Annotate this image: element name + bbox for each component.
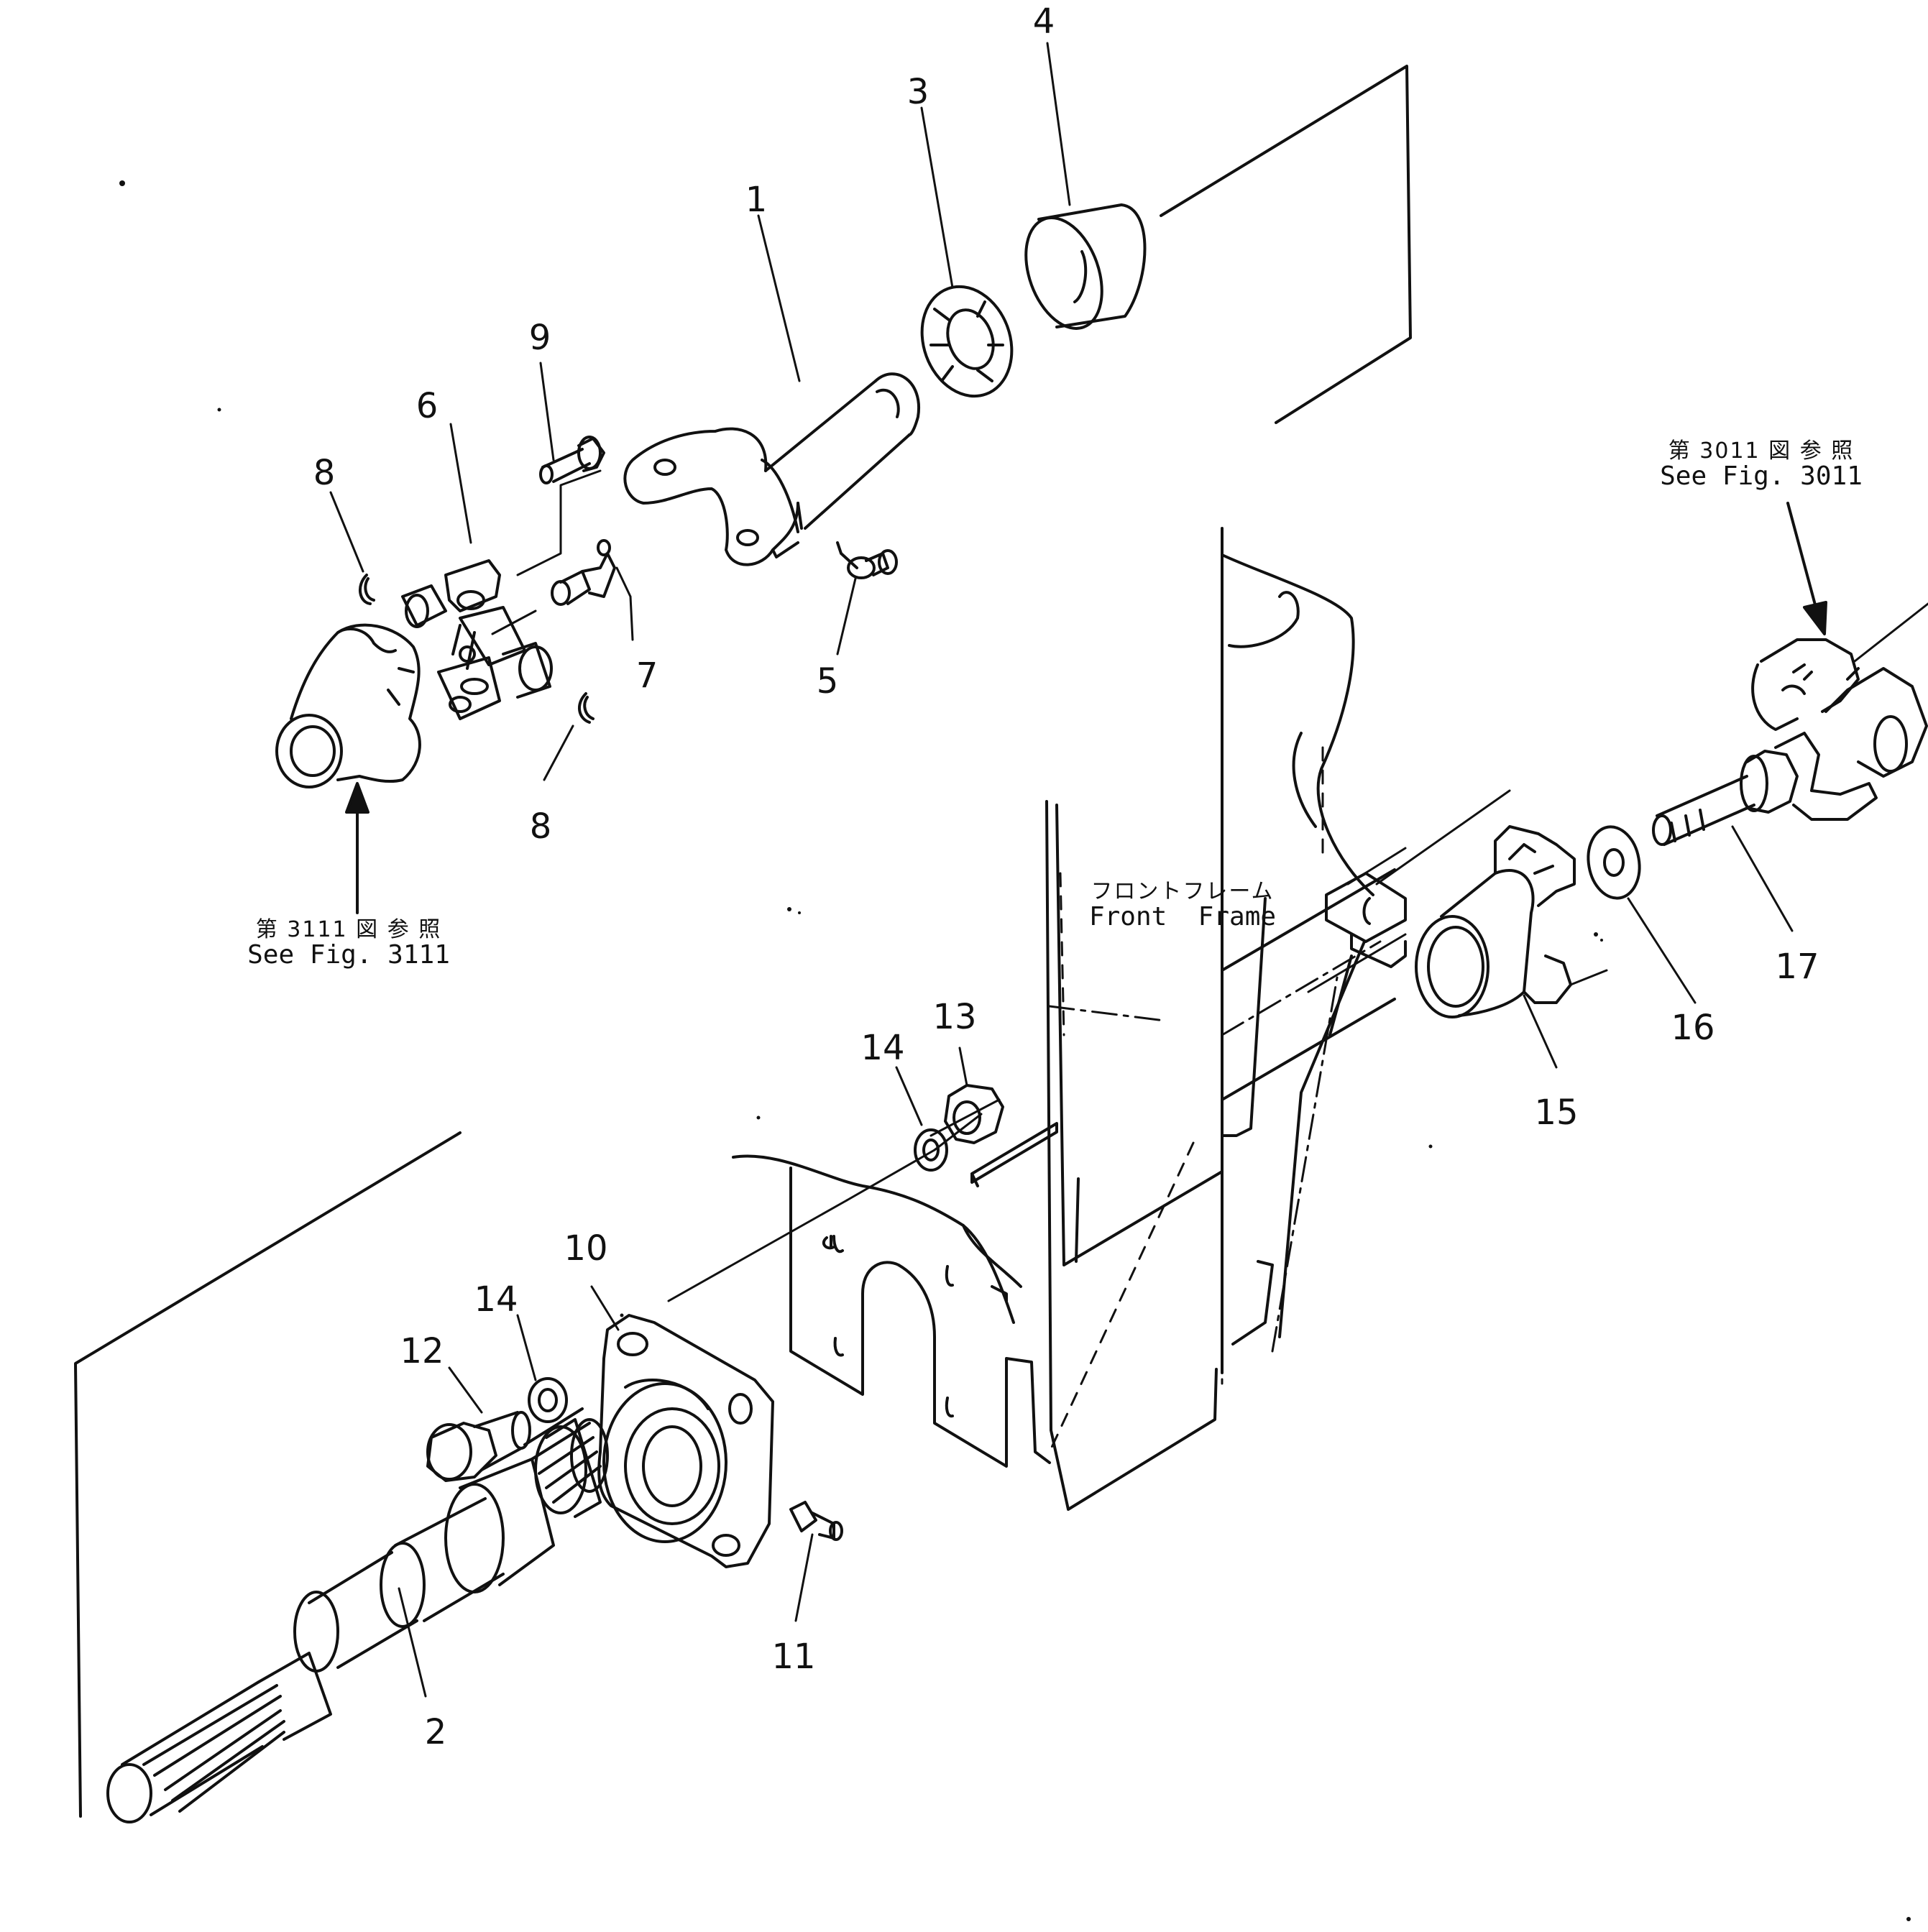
callout-16: 16 xyxy=(1671,1008,1715,1048)
part-3-ring xyxy=(920,285,1014,398)
part-12-bolt xyxy=(426,1411,531,1482)
upper-plane-outline xyxy=(1160,65,1412,424)
universal-joint-right xyxy=(1751,638,1928,821)
part-8-snap-ring-lower xyxy=(578,692,595,724)
callout-2: 2 xyxy=(424,1712,447,1752)
callout-13: 13 xyxy=(932,997,977,1037)
callout-6: 6 xyxy=(416,386,439,426)
part-9-bolt xyxy=(539,436,605,484)
leader-lines xyxy=(329,42,1794,1698)
reference-note-3111-en: See Fig. 3111 xyxy=(247,939,450,970)
hidden-lines xyxy=(1048,746,1324,1453)
part-1-slip-yoke xyxy=(623,372,921,566)
part-15-end-yoke xyxy=(1415,825,1576,1018)
part-11-grease-fitting xyxy=(789,1501,843,1541)
reference-note-3111-jp: 第 3111 図 参 照 xyxy=(255,917,442,942)
part-14-washer-upper xyxy=(914,1128,948,1172)
reference-note-3011-jp: 第 3011 図 参 照 xyxy=(1668,438,1855,464)
end-yoke-left xyxy=(275,623,421,788)
reference-note-3011-en: See Fig. 3011 xyxy=(1660,461,1863,491)
assembly-axis-lines xyxy=(491,469,1928,1302)
scan-dots xyxy=(119,180,1911,1921)
callout-12: 12 xyxy=(400,1331,444,1371)
callout-14-lower: 14 xyxy=(474,1279,518,1320)
part-2-splined-shaft xyxy=(106,1407,609,1823)
callout-10: 10 xyxy=(564,1228,608,1269)
callout-15: 15 xyxy=(1534,1092,1579,1133)
part-8-snap-ring-upper xyxy=(359,574,375,605)
callout-3: 3 xyxy=(906,72,929,112)
part-10-flange-bearing xyxy=(597,1314,774,1568)
front-frame-label-en: Front Frame xyxy=(1088,901,1277,932)
part-16-washer xyxy=(1587,825,1641,900)
front-frame-label-jp: フロントフレーム xyxy=(1091,879,1275,904)
center-lines xyxy=(1048,527,1382,1389)
callout-8-lower: 8 xyxy=(529,806,552,847)
callout-9: 9 xyxy=(528,318,551,358)
reference-note-3011: 第 3011 図 参 照 See Fig. 3011 xyxy=(1660,440,1863,489)
front-frame-label: フロントフレーム Front Frame xyxy=(1089,880,1276,930)
lower-plane-outline xyxy=(74,1131,462,1818)
callout-1: 1 xyxy=(745,180,768,220)
callout-17: 17 xyxy=(1775,947,1819,987)
part-14-washer-lower xyxy=(528,1377,568,1423)
part-6-spider xyxy=(401,559,553,720)
part-4-cup xyxy=(1024,203,1147,330)
callout-7: 7 xyxy=(635,656,658,696)
part-7-angle-fitting xyxy=(551,539,616,606)
part-5-grease-fitting xyxy=(836,541,898,579)
callout-8-upper: 8 xyxy=(313,453,336,493)
reference-arrow-3011 xyxy=(1786,502,1827,635)
callout-4: 4 xyxy=(1032,1,1055,42)
part-13-nut xyxy=(944,1084,1004,1144)
part-17-bolt xyxy=(1652,750,1799,846)
callout-11: 11 xyxy=(771,1637,816,1677)
reference-arrow-3111 xyxy=(345,782,369,914)
callout-5: 5 xyxy=(816,661,839,702)
reference-note-3111: 第 3111 図 参 照 See Fig. 3111 xyxy=(247,919,450,968)
callout-14-upper: 14 xyxy=(860,1028,905,1068)
